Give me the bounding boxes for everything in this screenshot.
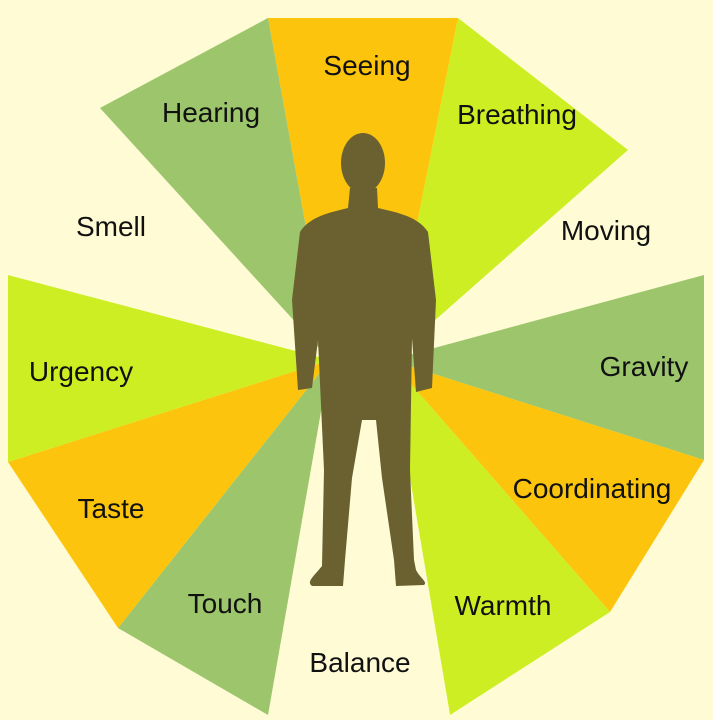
sector-seeing-label: Seeing (323, 50, 410, 81)
figure-head (341, 133, 385, 193)
sector-balance-label: Balance (309, 647, 410, 678)
sector-warmth-label: Warmth (455, 590, 552, 621)
sector-gravity-label: Gravity (600, 351, 689, 382)
sector-hearing-label: Hearing (162, 97, 260, 128)
sector-taste-label: Taste (78, 493, 145, 524)
sector-touch-label: Touch (188, 588, 263, 619)
sector-moving-label: Moving (561, 215, 651, 246)
sector-smell-label: Smell (76, 211, 146, 242)
sector-urgency-label: Urgency (29, 356, 133, 387)
sector-breathing-label: Breathing (457, 99, 577, 130)
sector-coordinating-label: Coordinating (513, 473, 672, 504)
